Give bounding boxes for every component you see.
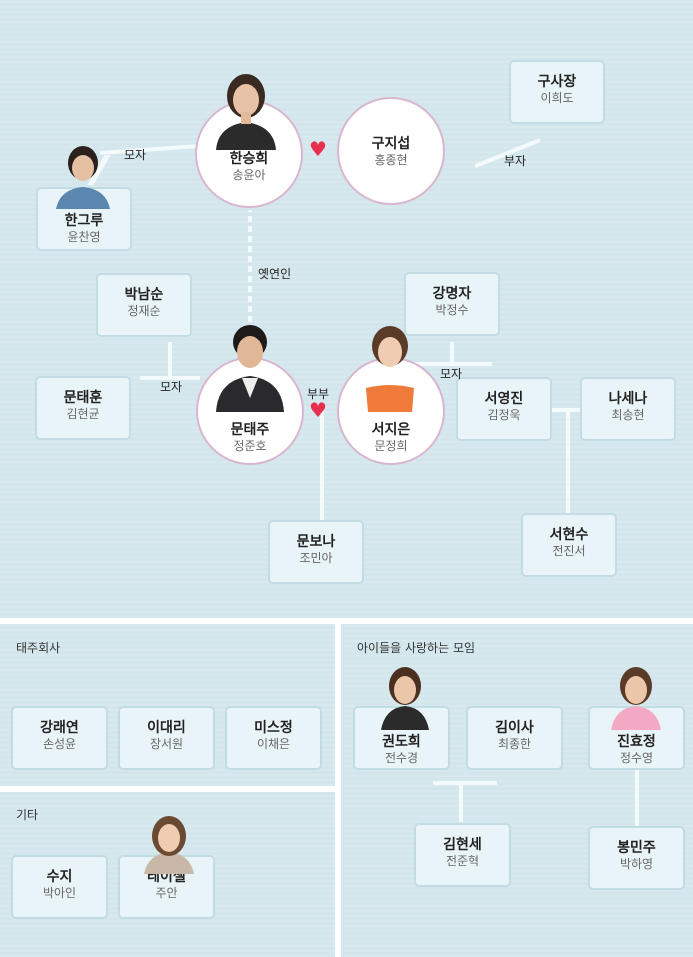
relation-label: 옛연인: [258, 267, 292, 281]
character-box-nasena[interactable]: 나세나 최송현: [580, 377, 676, 441]
character-name: 나세나: [608, 391, 648, 407]
actor-name: 주안: [155, 886, 178, 900]
character-name: 문태주: [230, 422, 270, 438]
portrait-photo-hangeuru: [56, 146, 110, 209]
character-name: 봉민주: [617, 840, 656, 856]
character-box-seoyoungjin[interactable]: 서영진 김정욱: [456, 377, 552, 441]
actor-name: 전진서: [552, 544, 586, 558]
member-box[interactable]: 이대리 장서원: [118, 706, 215, 770]
character-name: 이대리: [147, 720, 186, 736]
character-name: 구사장: [537, 74, 577, 90]
children-club-panel: 아이들을 사랑하는 모임 권도희 전수경 김이사 최종한 진효정 정수영 김현세…: [341, 624, 693, 957]
member-box[interactable]: 수지 박아인: [11, 855, 108, 919]
portrait-photo-jinhyojeong: [611, 667, 661, 730]
connector-line: [99, 144, 196, 155]
actor-name: 윤찬영: [67, 230, 101, 244]
taeju-company-panel: 태주회사 강래연 손성윤 이대리 장서원 미스정 이채은: [0, 624, 335, 786]
connector-line: [566, 410, 570, 516]
portrait-photo-muntaeju: [216, 325, 284, 412]
character-name: 진효정: [617, 734, 656, 750]
portrait-photo-haneungi: [216, 74, 276, 150]
actor-name: 조민아: [299, 551, 333, 565]
connector-line: [450, 342, 454, 364]
character-name: 김이사: [495, 720, 534, 736]
actor-name: 손성윤: [42, 737, 77, 751]
member-box[interactable]: 진효정 정수영: [588, 706, 685, 770]
member-box[interactable]: 미스정 이채은: [225, 706, 322, 770]
character-box-gangmyeongja[interactable]: 강명자 박정수: [404, 272, 500, 336]
character-name: 한그루: [64, 213, 104, 229]
relation-label: 부자: [504, 154, 527, 168]
section-title: 태주회사: [16, 641, 61, 655]
actor-name: 이채은: [256, 737, 291, 751]
connector-line: [412, 362, 492, 366]
heart-icon: ♥: [309, 398, 327, 422]
member-box[interactable]: 강래연 손성윤: [11, 706, 108, 770]
relation-label: 모자: [160, 380, 183, 394]
actor-name: 전준혁: [445, 854, 480, 868]
character-box-seohyunsu[interactable]: 서현수 전진서: [521, 513, 617, 577]
section-title: 아이들을 사랑하는 모임: [357, 641, 476, 655]
character-name: 박남순: [124, 287, 164, 303]
portrait-photo-seojieun: [358, 326, 422, 412]
connector-line: [248, 210, 252, 322]
actor-name: 정수영: [619, 751, 654, 765]
relation-label: 모자: [124, 148, 147, 162]
character-box-muntaehun[interactable]: 문태훈 김현균: [35, 376, 131, 440]
character-name: 권도희: [382, 734, 421, 750]
actor-name: 박하영: [619, 857, 654, 871]
character-name: 서현수: [549, 527, 589, 543]
connector-line: [140, 376, 200, 380]
actor-name: 문정희: [374, 439, 408, 453]
character-box-parknamsun[interactable]: 박남순 정재순: [96, 273, 192, 337]
character-circle-gujiseob[interactable]: 구지섭 홍종현: [337, 97, 445, 205]
member-box[interactable]: 봉민주 박하영: [588, 826, 685, 890]
portrait-photo-kwondohee: [381, 667, 429, 730]
character-name: 구지섭: [371, 136, 411, 152]
character-name: 서영진: [484, 391, 524, 407]
actor-name: 최종한: [497, 737, 532, 751]
connector-line: [433, 781, 497, 785]
character-box-munbona[interactable]: 문보나 조민아: [268, 520, 364, 584]
connector-line: [635, 770, 639, 826]
portrait-photo-rachel: [144, 816, 194, 874]
character-name: 문태훈: [63, 390, 103, 406]
main-relationship-panel: 구사장 이희도 한승희 송윤아 ♥ 구지섭 홍종현 한그루 윤찬영 박남순 정재…: [0, 0, 693, 618]
actor-name: 김정욱: [487, 408, 521, 422]
member-box[interactable]: 김현세 전준혁: [414, 823, 511, 887]
character-name: 강명자: [432, 286, 472, 302]
relation-label: 부부: [307, 387, 330, 401]
actor-name: 정재순: [127, 304, 161, 318]
character-name: 김현세: [443, 837, 482, 853]
character-box-gusajang[interactable]: 구사장 이희도: [509, 60, 605, 124]
connector-line: [320, 410, 324, 522]
relation-label: 모자: [440, 367, 463, 381]
character-name: 한승희: [229, 151, 269, 167]
others-panel: 기타 수지 박아인 레이첼 주안: [0, 792, 335, 957]
character-name: 미스정: [254, 720, 293, 736]
character-name: 강래연: [40, 720, 79, 736]
actor-name: 박정수: [435, 303, 469, 317]
member-box[interactable]: 김이사 최종한: [466, 706, 563, 770]
actor-name: 송윤아: [232, 168, 266, 182]
actor-name: 홍종현: [374, 153, 408, 167]
actor-name: 최송현: [611, 408, 645, 422]
section-title: 기타: [16, 808, 39, 822]
actor-name: 장서원: [149, 737, 184, 751]
character-name: 수지: [46, 869, 73, 885]
actor-name: 박아인: [42, 886, 77, 900]
actor-name: 김현균: [66, 407, 100, 421]
character-name: 문보나: [296, 534, 336, 550]
connector-line: [459, 782, 463, 822]
actor-name: 전수경: [384, 751, 419, 765]
connector-line: [168, 342, 172, 378]
heart-icon: ♥: [309, 137, 327, 161]
character-name: 서지은: [371, 422, 411, 438]
actor-name: 이희도: [540, 91, 574, 105]
actor-name: 정준호: [233, 439, 267, 453]
